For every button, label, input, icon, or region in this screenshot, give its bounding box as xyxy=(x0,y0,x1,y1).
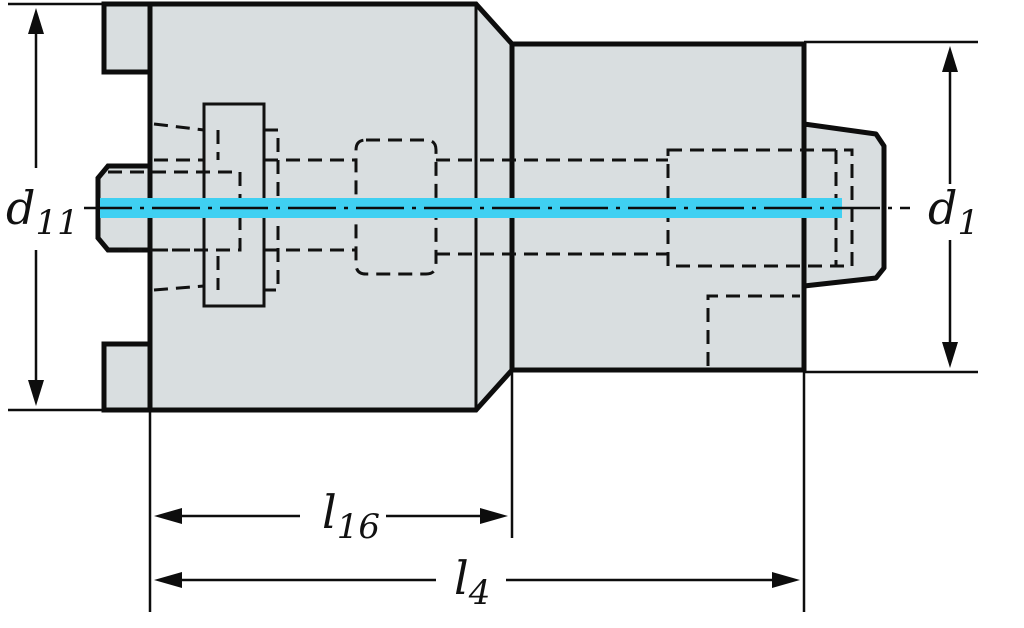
label-d1: d1 xyxy=(928,181,979,243)
label-d1-subscript: 1 xyxy=(957,203,979,243)
label-d11-subscript: 11 xyxy=(35,203,78,243)
dimension-d11 xyxy=(8,2,150,412)
label-l4-letter: l xyxy=(454,551,469,605)
dimension-d1 xyxy=(804,40,978,374)
label-l16-letter: l xyxy=(322,485,337,539)
label-l4: l4 xyxy=(454,551,490,613)
label-d11: d11 xyxy=(6,181,79,243)
label-d1-letter: d xyxy=(928,181,957,235)
label-d11-letter: d xyxy=(6,181,35,235)
dimension-l16 xyxy=(148,370,514,612)
label-l4-subscript: 4 xyxy=(468,573,491,613)
drive-key-top xyxy=(101,1,153,75)
label-l16: l16 xyxy=(322,485,380,547)
dimension-l4 xyxy=(154,370,806,612)
label-l16-subscript: 16 xyxy=(337,507,380,547)
drive-key-bottom xyxy=(101,341,153,413)
tapered-nose xyxy=(801,121,887,289)
